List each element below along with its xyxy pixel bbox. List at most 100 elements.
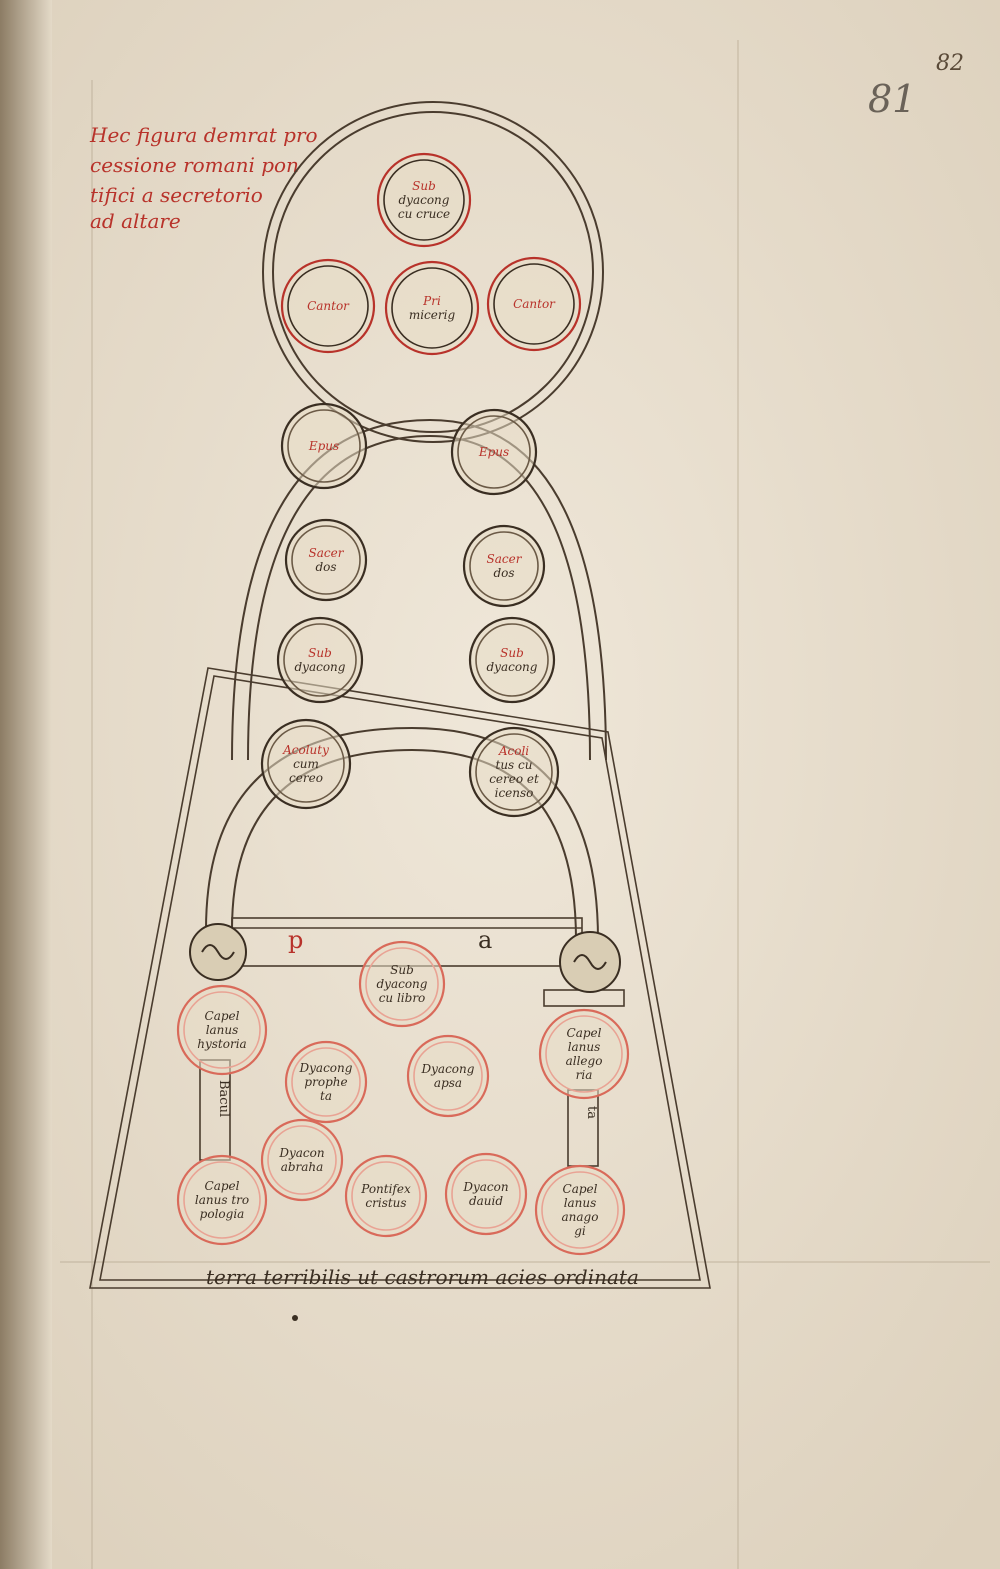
- circle-label-line: Pri: [422, 294, 441, 308]
- circle-label-line: Sacer: [487, 552, 523, 566]
- circle-label-line: dyacong: [399, 193, 450, 207]
- circle-ring-outer: [358, 940, 446, 1028]
- circle-ring-inner: [475, 733, 553, 811]
- circle-episcopus-right: Epus: [450, 408, 538, 496]
- circle-label-line: Capel: [567, 1026, 602, 1040]
- circle-ring-outer: [284, 1040, 368, 1124]
- circle-label-line: allego: [566, 1054, 603, 1068]
- bottom-inscription: terra terribilis ut castrorum acies ordi…: [206, 1265, 639, 1289]
- circle-label-line: dyacong: [295, 660, 346, 674]
- folio-number-pencil: 81: [868, 77, 916, 121]
- knot-right: [559, 931, 621, 993]
- letter-a: a: [478, 926, 492, 954]
- circle-label-line: prophe: [304, 1075, 347, 1089]
- circle-ring-inner: [287, 409, 361, 483]
- circle-ring-outer: [444, 1152, 528, 1236]
- circle-label-line: Capel: [205, 1009, 240, 1023]
- top-arch: [262, 101, 604, 443]
- circle-ring-outer: [260, 1118, 344, 1202]
- circle-ring-outer: [450, 408, 538, 496]
- circle-ring-outer: [260, 718, 352, 810]
- circle-label-line: gi: [574, 1224, 586, 1238]
- circle-label-line: cereo: [289, 771, 323, 785]
- circle-label-line: lanus: [206, 1023, 239, 1037]
- circle-ring-outer: [468, 616, 556, 704]
- circle-label-line: ta: [320, 1089, 332, 1103]
- rubric: Hec figura demrat pro cessione romani po…: [89, 123, 318, 233]
- circle-ring-outer: [280, 258, 376, 354]
- circle-ring-outer: [276, 616, 364, 704]
- circle-cantor-right: Cantor: [486, 256, 582, 352]
- circle-label-line: Dyacon: [278, 1146, 324, 1160]
- circle-label-line: dyacong: [377, 977, 428, 991]
- circle-ring-inner: [493, 263, 575, 345]
- circle-ring-inner: [291, 525, 361, 595]
- circle-label-line: Acoli: [498, 744, 529, 758]
- circle-label-line: Acoluty: [282, 743, 329, 757]
- circle-label-line: cum: [293, 757, 319, 771]
- circle-label-line: Sub: [308, 646, 332, 660]
- circle-label-line: Epus: [478, 445, 509, 459]
- circle-episcopus-left: Epus: [280, 402, 368, 490]
- circle-ring-inner: [545, 1015, 623, 1093]
- circle-label-line: Dyacong: [421, 1062, 475, 1076]
- circle-label-line: dyacong: [487, 660, 538, 674]
- circle-label-line: Capel: [563, 1182, 598, 1196]
- circle-label-line: cereo et: [489, 772, 539, 786]
- circle-ring-inner: [413, 1041, 483, 1111]
- circle-ring-outer: [384, 260, 480, 356]
- circle-label-line: icenso: [495, 786, 534, 800]
- circle-label-line: cu libro: [379, 991, 426, 1005]
- circle-ring-inner: [291, 1047, 361, 1117]
- circle-label-line: apsa: [434, 1076, 462, 1090]
- circle-ring-inner: [287, 265, 369, 347]
- circle-ring-outer: [280, 402, 368, 490]
- circle-label-line: dos: [315, 560, 336, 574]
- circle-label-line: cristus: [365, 1196, 406, 1210]
- circle-label-line: Cantor: [307, 299, 350, 313]
- circle-label-line: anago: [562, 1210, 599, 1224]
- letter-p: p: [288, 926, 303, 954]
- circle-ring-outer: [486, 256, 582, 352]
- circle-cantor-left: Cantor: [280, 258, 376, 354]
- circle-ring-inner: [365, 947, 439, 1021]
- rubric-line-2: cessione romani pon: [90, 153, 299, 177]
- circle-ring-inner: [283, 623, 357, 697]
- circle-label-line: Capel: [205, 1179, 240, 1193]
- circle-label-line: Sub: [412, 179, 436, 193]
- circle-ring-outer: [406, 1034, 490, 1118]
- circle-label-line: dauid: [469, 1194, 503, 1208]
- circle-ring-inner: [541, 1171, 619, 1249]
- circle-label-line: tus cu: [496, 758, 533, 772]
- circle-ring-inner: [383, 159, 465, 241]
- circle-label-line: pologia: [200, 1207, 245, 1221]
- knot-left: [189, 923, 247, 981]
- circle-ring-outer: [376, 152, 472, 248]
- middle-arch: [231, 418, 607, 761]
- circle-label-line: Epus: [308, 439, 339, 453]
- circle-label-line: lanus: [564, 1196, 597, 1210]
- circle-ring-inner: [469, 531, 539, 601]
- circle-ring-outer: [538, 1008, 630, 1100]
- circle-ring-inner: [351, 1161, 421, 1231]
- circle-ring-outer: [176, 1154, 268, 1246]
- outer-frame: [89, 667, 711, 1289]
- circle-label-line: lanus: [568, 1040, 601, 1054]
